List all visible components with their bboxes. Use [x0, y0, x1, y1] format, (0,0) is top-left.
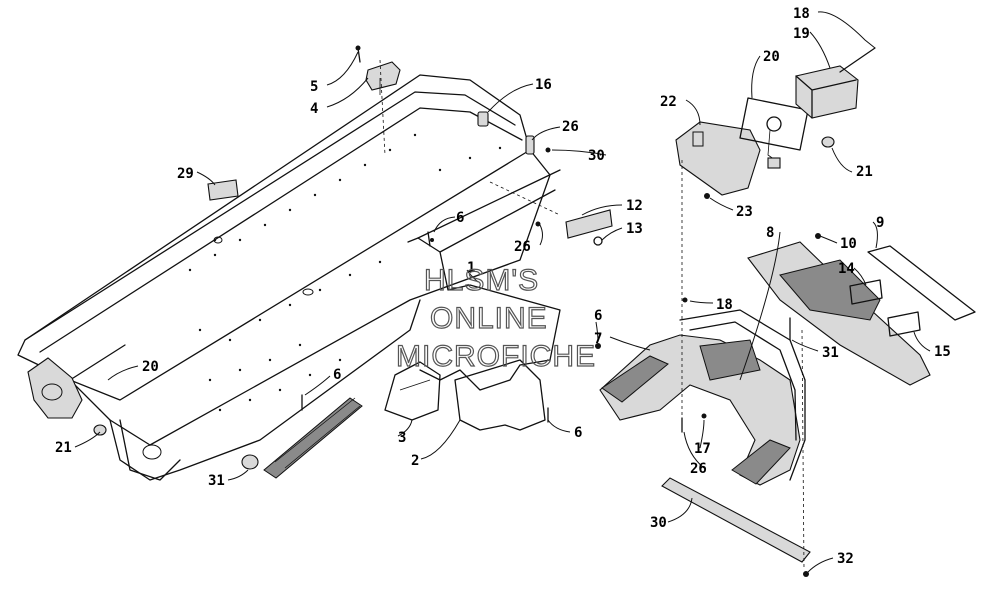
callout-21: 21: [856, 164, 873, 180]
callout-7: 7: [594, 331, 602, 347]
callout-10: 10: [840, 236, 857, 252]
callout-12: 13: [626, 221, 643, 237]
callout-1: 1: [467, 260, 475, 276]
bracket-3: [384, 361, 441, 421]
nut-15: [701, 413, 707, 419]
screw-12: [593, 236, 603, 246]
watermark-line3: MICROFICHE: [396, 340, 596, 373]
decal-9: [867, 245, 976, 321]
watermark: HLSM'S ONLINE MICROFICHE: [395, 263, 596, 373]
callout-29: 31: [208, 473, 225, 489]
callout-18: 18: [793, 6, 810, 22]
screw-5: [355, 45, 361, 63]
decal-14: [887, 311, 921, 337]
callout-6-top: 6: [456, 210, 464, 226]
nut-28: [545, 147, 551, 153]
callout-2: 2: [411, 453, 419, 469]
callout-5: 5: [310, 79, 318, 95]
callout-19: 19: [793, 26, 810, 42]
leader-lines: [74, 11, 931, 573]
callout-28: 30: [588, 148, 605, 164]
decal-27: [207, 179, 239, 201]
watermark-line1: HLSM'S: [424, 264, 539, 297]
watermark-line2: ONLINE: [430, 302, 548, 335]
callout-8: 8: [766, 225, 774, 241]
plug-29: [241, 454, 259, 470]
callout-14: 15: [934, 344, 951, 360]
callout-13: 14: [838, 261, 855, 277]
callout-24: 20: [142, 359, 159, 375]
callout-32: 32: [837, 551, 854, 567]
callout-22: 22: [660, 94, 677, 110]
callout-20: 20: [763, 49, 780, 65]
tunnel-rear-panel: [17, 74, 551, 481]
bolt-10: [815, 233, 821, 239]
callout-16: 16: [535, 77, 552, 93]
bolt-16: [477, 111, 489, 127]
reflector-11: [565, 209, 613, 239]
gasket-20: [739, 97, 809, 169]
callout-30: 30: [650, 515, 667, 531]
callout-23: 23: [736, 204, 753, 220]
callout-31: 31: [822, 345, 839, 361]
bulb-21: [821, 136, 835, 148]
callout-26-mid: 26: [514, 239, 531, 255]
bolt-26-upper: [525, 135, 535, 155]
strap-30: [661, 477, 811, 563]
taillight-lens-22: [675, 121, 761, 196]
spacer-25: [93, 424, 107, 436]
callout-9: 9: [876, 215, 884, 231]
callout-27: 29: [177, 166, 194, 182]
callout-26-upper: 26: [562, 119, 579, 135]
nut-32: [803, 571, 809, 577]
callout-4: 4: [310, 101, 318, 117]
grip-strip: [263, 397, 363, 479]
callout-17: 18: [716, 297, 733, 313]
bolt-6-right: [595, 343, 601, 349]
housing-19: [795, 65, 859, 119]
callout-26-lower: 26: [690, 461, 707, 477]
callout-3: 3: [398, 430, 406, 446]
callout-11: 12: [626, 198, 643, 214]
tail-guard-7: [599, 309, 806, 486]
callout-15: 17: [694, 441, 711, 457]
cover-8: [747, 241, 931, 386]
callout-6-right: 6: [594, 308, 602, 324]
callout-6-bottom: 6: [574, 425, 582, 441]
callout-6-left: 6: [333, 367, 341, 383]
snowflap-1: [407, 169, 561, 391]
nut-17: [682, 297, 688, 303]
decal-13: [849, 279, 883, 305]
wire-18: [839, 47, 876, 73]
callout-25: 21: [55, 440, 72, 456]
flap-2: [454, 359, 546, 431]
bracket-4: [365, 61, 401, 95]
callout-labels: 5 4 16 26 30 29 12 13 6 26 1 20 21 6 31 …: [55, 6, 951, 567]
rivet-dots: [188, 133, 502, 412]
screw-23: [704, 193, 710, 199]
